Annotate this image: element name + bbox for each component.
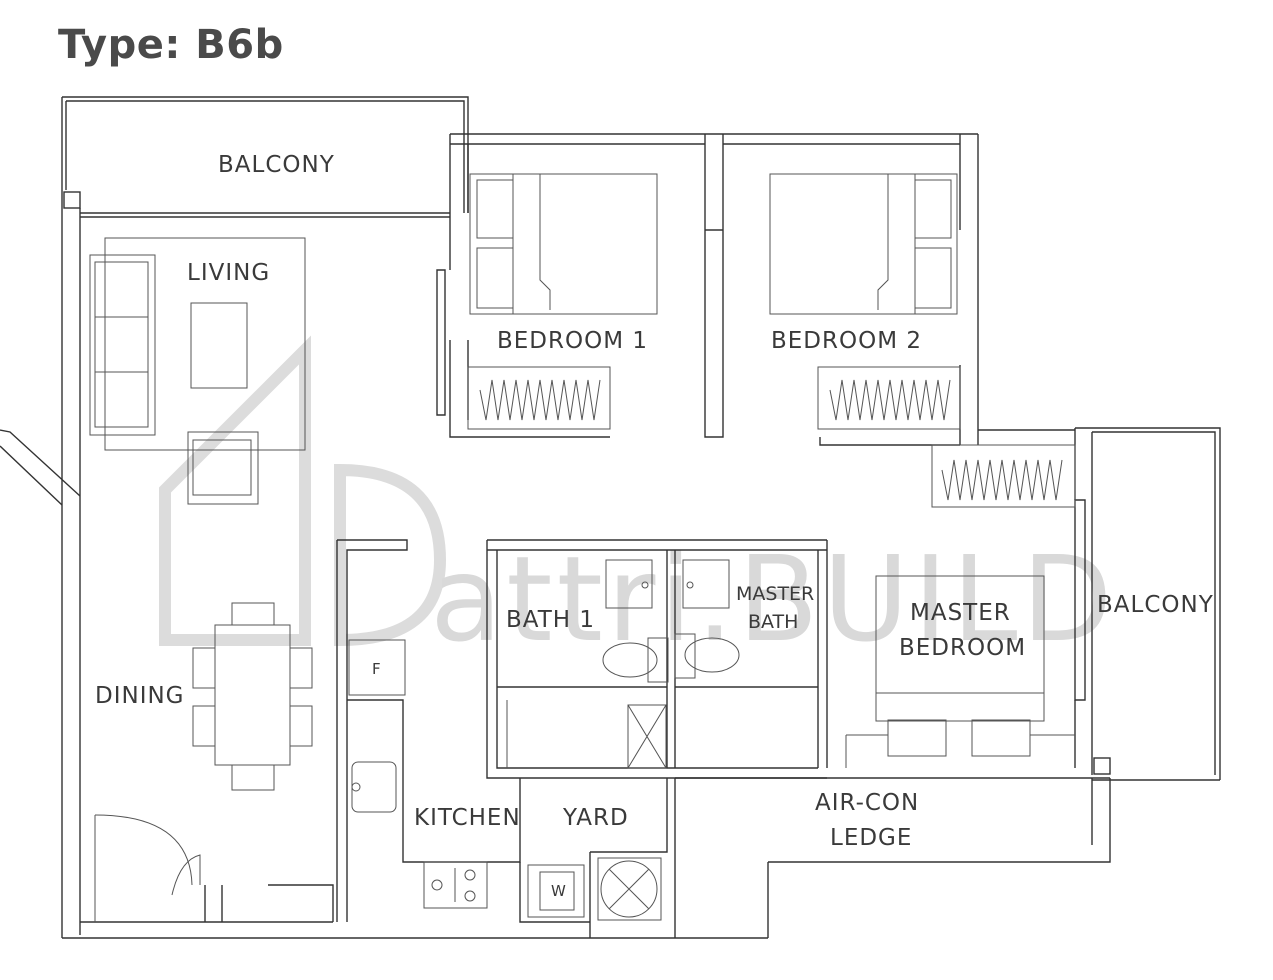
label-dining: DINING — [95, 683, 185, 709]
watermark-logo: attri.BUILD — [159, 335, 1116, 668]
label-fridge: F — [372, 660, 381, 678]
label-kitchen: KITCHEN — [414, 805, 521, 831]
label-master-bedroom-line1: MASTER — [910, 600, 1011, 626]
label-bedroom-2: BEDROOM 2 — [771, 328, 922, 354]
label-balcony-top: BALCONY — [218, 152, 335, 178]
label-living: LIVING — [187, 260, 270, 286]
label-aircon-line2: LEDGE — [830, 825, 912, 851]
watermark-text: attri.BUILD — [430, 530, 1116, 668]
label-washer: W — [551, 882, 566, 900]
label-master-bedroom-line2: BEDROOM — [899, 635, 1026, 661]
label-bedroom-1: BEDROOM 1 — [497, 328, 648, 354]
label-bath-1: BATH 1 — [506, 607, 595, 633]
label-balcony-right: BALCONY — [1097, 592, 1214, 618]
interior-walls — [204, 134, 1086, 938]
label-aircon-line1: AIR-CON — [815, 790, 919, 816]
outer-walls — [0, 96, 1221, 939]
label-yard: YARD — [562, 805, 629, 831]
label-master-bath-line1: MASTER — [736, 583, 814, 605]
room-labels: BALCONY LIVING BEDROOM 1 BEDROOM 2 BATH … — [95, 152, 1214, 900]
label-master-bath-line2: BATH — [748, 611, 798, 633]
furniture — [89, 173, 1076, 922]
page-title: Type: B6b — [58, 22, 284, 68]
